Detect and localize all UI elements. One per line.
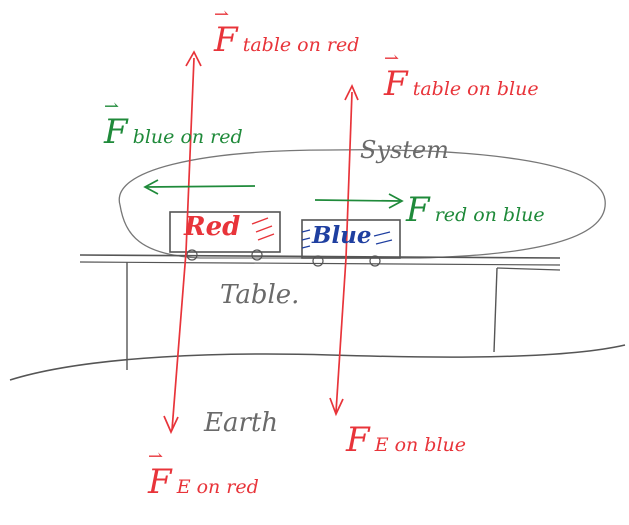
vector-symbol: ⇀F (214, 4, 238, 61)
blue-block-motion-marks-icon (301, 229, 393, 249)
earth-ground-line (9, 344, 626, 381)
label-f-table-on-blue: ⇀F table on blue (384, 48, 539, 105)
arrow-red-on-blue-head-icon (388, 193, 404, 209)
arrow-table-on-blue-shaft (345, 91, 353, 259)
red-block (169, 211, 281, 253)
red-block-wheel-right (251, 249, 263, 261)
vector-symbol: ⇀F (384, 48, 408, 105)
label-f-blue-on-red: ⇀F blue on red (104, 96, 243, 153)
blue-block (301, 219, 401, 259)
arrow-table-on-red-shaft (185, 57, 195, 253)
table-leg-right (493, 267, 498, 353)
arrow-e-on-red-head-icon (163, 415, 179, 435)
label-f-e-on-blue: F E on blue (346, 420, 467, 460)
label-f-table-on-red: ⇀F table on red (214, 4, 360, 61)
arrow-e-on-red-shaft (171, 251, 187, 431)
system-boundary (118, 149, 606, 259)
label-system: System (360, 136, 449, 164)
table-top-underline (79, 261, 561, 266)
red-block-wheel-left (186, 249, 198, 261)
arrow-blue-on-red-head-icon (143, 179, 159, 195)
table-right-edge (496, 267, 561, 271)
label-blue-block: Blue (312, 222, 372, 249)
arrow-e-on-blue-head-icon (329, 397, 344, 417)
arrow-red-on-blue-shaft (314, 199, 401, 202)
label-f-red-on-blue: F red on blue (406, 190, 545, 230)
label-earth: Earth (204, 408, 279, 438)
blue-block-wheel-right (369, 255, 381, 267)
arrow-e-on-blue-shaft (335, 257, 347, 413)
vector-symbol: ⇀F (104, 96, 128, 153)
label-table: Table. (220, 280, 300, 310)
arrow-table-on-red-head-icon (185, 50, 202, 67)
vector-symbol: ⇀F (148, 446, 172, 503)
label-f-e-on-red: ⇀F E on red (148, 446, 259, 503)
arrow-table-on-blue-head-icon (344, 83, 359, 101)
blue-block-wheel-left (312, 255, 324, 267)
label-red-block: Red (184, 212, 241, 242)
red-block-motion-marks-icon (251, 217, 275, 241)
arrow-blue-on-red-shaft (145, 185, 256, 188)
